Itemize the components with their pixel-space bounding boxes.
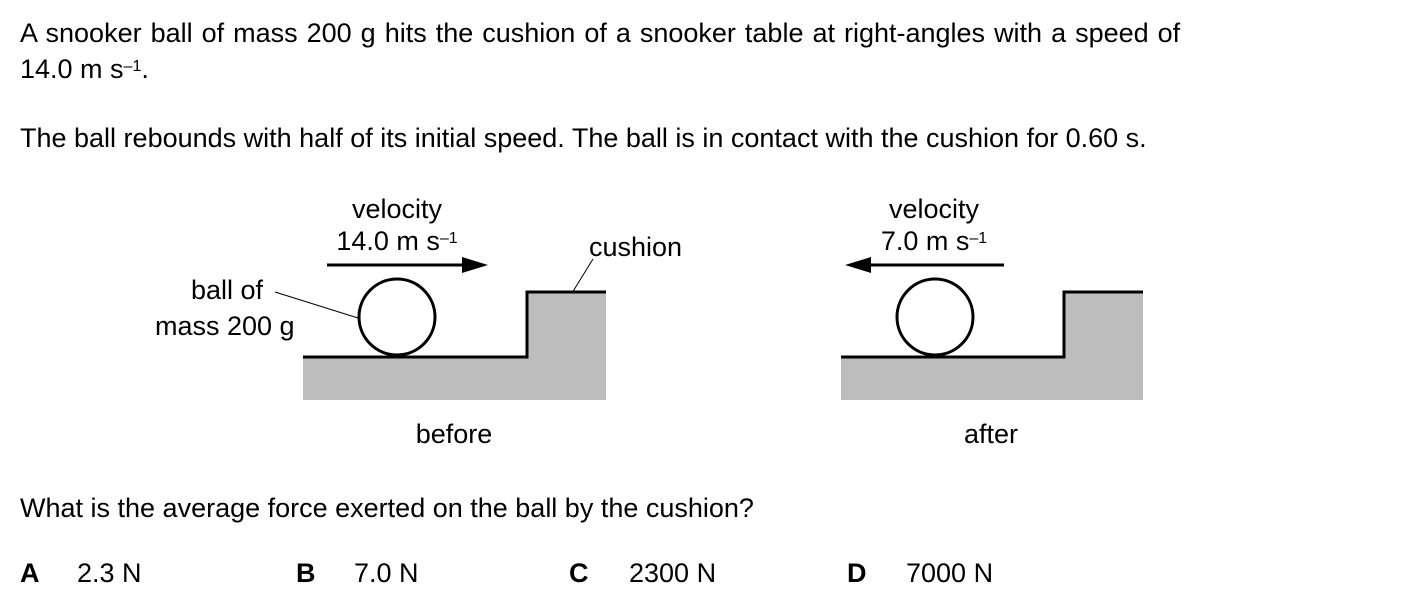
option-b-value[interactable]: 7.0 N <box>354 558 419 588</box>
question-intro-line2: 14.0 m s–1. <box>20 53 149 85</box>
before-table <box>303 292 606 400</box>
cushion-label: cushion <box>589 232 683 262</box>
ball-label-line1: ball of <box>191 275 264 305</box>
option-c-value[interactable]: 2300 N <box>629 558 717 588</box>
after-panel <box>841 257 1143 400</box>
question-prompt: What is the average force exerted on the… <box>20 493 754 523</box>
after-table <box>841 292 1143 400</box>
before-ball <box>357 277 437 357</box>
question-intro-line3: The ball rebounds with half of its initi… <box>20 123 1147 153</box>
ball-label-leader <box>274 291 359 319</box>
before-panel <box>274 257 606 400</box>
cushion-label-leader <box>571 258 594 294</box>
ball-label-line2: mass 200 g <box>155 311 295 341</box>
option-c-letter[interactable]: C <box>569 558 589 588</box>
sentence-end: . <box>141 54 149 84</box>
initial-speed-exponent: –1 <box>123 58 142 75</box>
before-caption: before <box>415 419 493 449</box>
after-velocity-number: 7.0 m s <box>880 226 970 256</box>
option-d-value[interactable]: 7000 N <box>906 558 994 588</box>
before-velocity-word: velocity <box>351 194 443 224</box>
option-d-letter[interactable]: D <box>847 558 867 588</box>
after-velocity-arrow-head <box>845 257 871 273</box>
initial-speed-value: 14.0 m s <box>20 54 124 84</box>
before-velocity-exponent: –1 <box>439 230 458 247</box>
after-velocity-value: 7.0 m s–1 <box>881 226 987 256</box>
option-b-letter[interactable]: B <box>296 558 316 588</box>
option-a-value[interactable]: 2.3 N <box>77 558 142 588</box>
before-velocity-number: 14.0 m s <box>336 226 440 256</box>
option-a-letter[interactable]: A <box>20 558 40 588</box>
before-velocity-arrow-head <box>462 257 488 273</box>
after-velocity-word: velocity <box>888 194 980 224</box>
before-velocity-value: 14.0 m s–1 <box>336 226 457 256</box>
question-intro-line1: A snooker ball of mass 200 g hits the cu… <box>20 18 1181 48</box>
after-table-surface-line <box>841 290 1143 359</box>
after-ball <box>895 277 975 357</box>
after-velocity-exponent: –1 <box>969 230 988 247</box>
after-caption: after <box>963 419 1019 449</box>
before-table-surface-line <box>303 290 606 359</box>
